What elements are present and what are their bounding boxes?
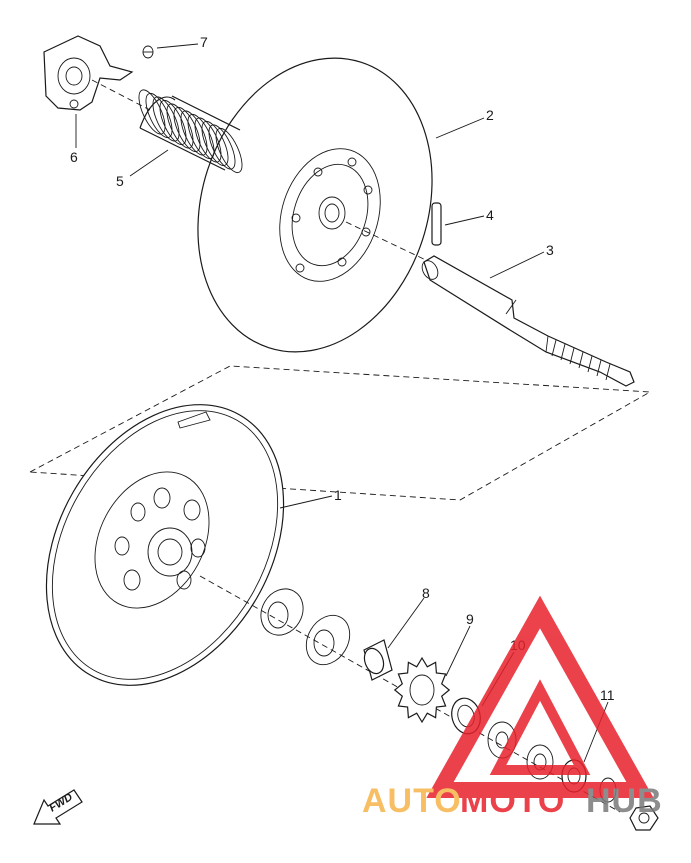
shaft-spline (569, 347, 575, 365)
alignment-box (29, 365, 652, 501)
shaft-spline (587, 355, 593, 373)
part-5-spring (138, 89, 243, 174)
part-1-sheave (45, 404, 285, 686)
bearing-left (260, 588, 304, 636)
part-4-pin (431, 202, 442, 246)
callout-3: 3 (546, 242, 554, 258)
callout-2: 2 (486, 107, 494, 123)
callout-9: 9 (466, 611, 474, 627)
shaft-spline (560, 343, 566, 361)
watermark-hub: HUB (586, 782, 663, 820)
spring-coil (159, 99, 187, 146)
fwd-arrow-icon: FWD (33, 789, 83, 825)
callout-5: 5 (116, 173, 124, 189)
callout-8: 8 (422, 585, 430, 601)
callout-7: 7 (200, 34, 208, 50)
part-2-sheave (197, 57, 433, 353)
shaft-spline (605, 363, 611, 381)
spring-coil (208, 124, 236, 170)
shaft-spline (551, 339, 557, 357)
spring-coil (152, 96, 180, 142)
part-6-cam-bracket (43, 35, 151, 111)
watermark-moto: MOTO (460, 782, 565, 820)
bearing-right (305, 614, 351, 666)
part-9-sprocket (393, 656, 451, 724)
spring-coil (201, 120, 229, 167)
callout-1: 1 (334, 487, 342, 503)
spring-coil (180, 110, 208, 156)
leader-lines (75, 43, 609, 763)
spring-coil (166, 103, 194, 149)
spring-coil (173, 106, 201, 153)
callout-4: 4 (486, 207, 494, 223)
shaft-spline (578, 351, 584, 369)
spring-coil (215, 127, 243, 174)
part-8-bushing (363, 639, 393, 681)
automotohub-watermark: AUTO MOTO HUB (362, 595, 663, 820)
shaft-spline (596, 359, 602, 377)
callout-6: 6 (70, 149, 78, 165)
callout-11: 11 (600, 687, 615, 703)
part-7-clip (142, 45, 154, 59)
spring-coil (138, 89, 166, 135)
spring-coil (187, 113, 215, 160)
part-3-shaft (421, 255, 635, 387)
sprocket-teeth (393, 656, 451, 724)
watermark-auto: AUTO (362, 782, 462, 820)
